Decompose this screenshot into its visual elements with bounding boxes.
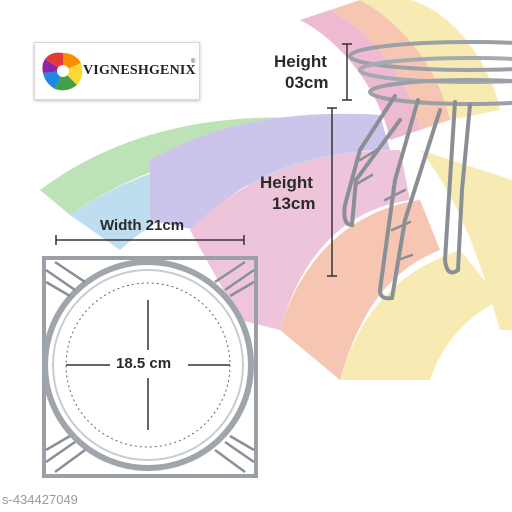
stand-side-view	[342, 40, 512, 301]
brand-name: VIGNESHGENIX	[83, 63, 196, 78]
height-dimension-lines	[327, 43, 352, 277]
diameter-label: 18.5 cm	[114, 355, 174, 372]
width-label: Width 21cm	[100, 217, 185, 234]
leg-height-title: Height	[260, 173, 313, 192]
brand-logo-badge: VIGNESHGENIX ®	[34, 42, 200, 100]
top-height-value: 03cm	[285, 73, 329, 92]
width-dimension-line	[55, 235, 245, 245]
diameter-crosshair	[66, 300, 230, 430]
rainbow-swirl-logo-icon	[42, 52, 83, 91]
top-height-title: Height	[274, 52, 327, 71]
registered-mark: ®	[191, 59, 196, 65]
sku-watermark: s-434427049	[2, 492, 78, 507]
leg-height-value: 13cm	[272, 194, 316, 213]
